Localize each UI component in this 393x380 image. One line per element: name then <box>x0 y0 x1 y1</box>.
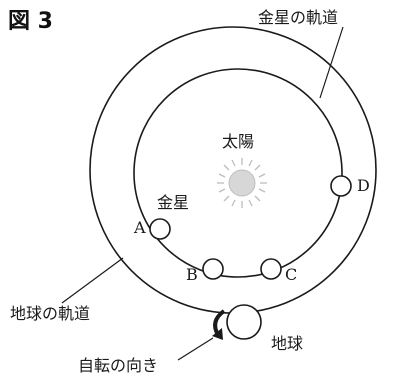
venus-orbit-leader <box>319 26 344 99</box>
sun-label: 太陽 <box>222 132 255 151</box>
venus-orbit <box>133 68 343 278</box>
venus-position-a-label: A <box>134 218 146 237</box>
rotation-leader <box>177 337 214 361</box>
venus-position-c <box>260 258 282 280</box>
venus-position-a <box>149 218 171 240</box>
venus-orbit-label: 金星の軌道 <box>258 8 339 27</box>
venus-label: 金星 <box>157 193 190 212</box>
earth-orbit-leader <box>61 257 124 304</box>
earth-orbit-label: 地球の軌道 <box>10 304 91 323</box>
venus-position-b <box>202 258 224 280</box>
figure-label: 図 3 <box>8 9 53 34</box>
venus-position-c-label: C <box>285 265 298 284</box>
sun-icon <box>217 158 267 208</box>
earth-icon <box>226 304 262 340</box>
venus-position-d <box>330 175 352 197</box>
venus-position-b-label: B <box>186 265 198 284</box>
rotation-arrow-icon <box>212 309 226 340</box>
earth-label: 地球 <box>271 334 304 353</box>
venus-position-d-label: D <box>357 176 370 195</box>
rotation-label: 自転の向き <box>78 356 159 375</box>
